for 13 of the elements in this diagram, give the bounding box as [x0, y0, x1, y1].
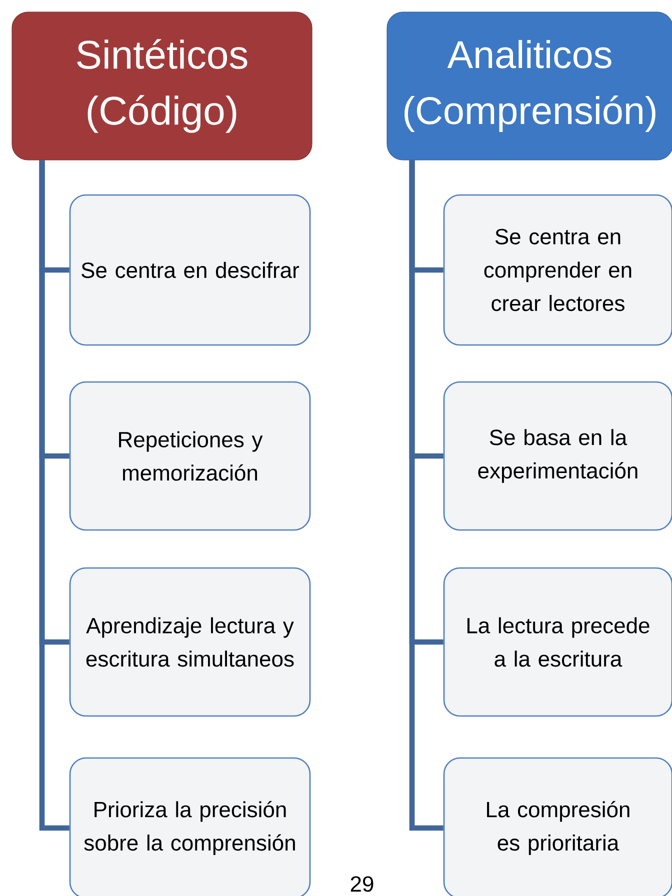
- item-box: La compresión es prioritaria: [443, 757, 672, 896]
- item-box: Repeticiones y memorización: [69, 381, 311, 531]
- item-box: Se centra en descifrar: [69, 194, 311, 346]
- item-box: Se basa en la experimentación: [443, 381, 672, 531]
- connector-line: [409, 160, 444, 831]
- header-box: Sintéticos (Código): [12, 12, 312, 160]
- item-box: Aprendizaje lectura y escritura simultaneos: [69, 567, 311, 717]
- header-box: Analiticos (Comprensión): [386, 12, 672, 160]
- item-box: Se centra en comprender en crear lectores: [443, 194, 672, 346]
- item-box: Prioriza la precisión sobre la comprensión: [69, 757, 311, 896]
- item-box: La lectura precede a la escritura: [443, 567, 672, 717]
- page-number: 29: [350, 876, 374, 892]
- connector-line: [39, 160, 70, 831]
